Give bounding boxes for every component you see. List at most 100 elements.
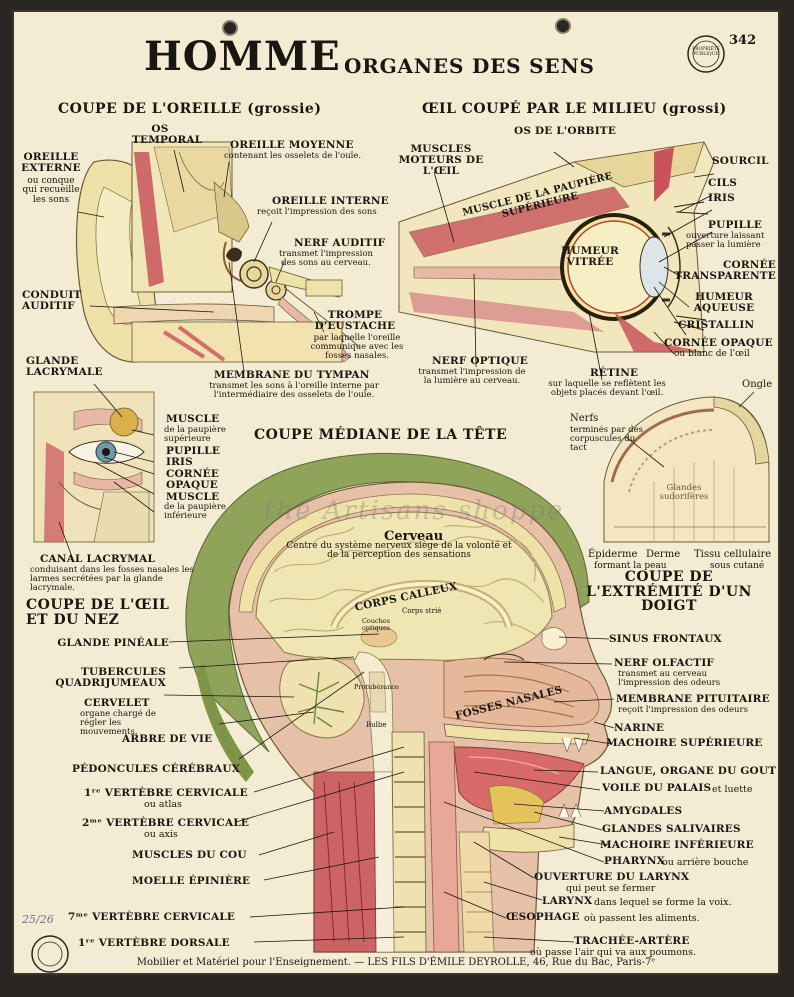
eye-iris: IRIS — [708, 192, 735, 204]
eyenose-muscle-sup-note: de la paupière supérieure — [164, 425, 226, 444]
ear-nerf-auditif-note: transmet l'impression des sons au cervea… — [279, 249, 373, 268]
ear-os-temporal: OS TEMPORAL — [132, 123, 203, 147]
head-amygdales: AMYGDALES — [604, 805, 683, 817]
head-arbre: ARBRE DE VIE — [122, 733, 213, 745]
stamp-top-right — [687, 35, 725, 73]
eye-heading: ŒIL COUPÉ PAR LE MILIEU (grossi) — [422, 101, 727, 117]
stamp-text: PROPRIÉTÉ PUBLIQUE — [692, 47, 720, 57]
head-cerveau-note: Centre du système nerveux siège de la vo… — [286, 541, 512, 561]
illustration-layer — [31, 35, 770, 973]
head-vert1: 1ʳᵉ VERTÈBRE CERVICALE — [84, 787, 248, 799]
eyenose-muscle-inf: MUSCLE — [166, 491, 220, 503]
head-tubercules: TUBERCULES QUADRIJUMEAUX — [55, 666, 166, 690]
eye-cornee-opaque-note: ou blanc de l'œil — [674, 349, 750, 359]
eye-cornee-transparente: CORNÉE TRANSPARENTE — [674, 259, 776, 283]
eye-retine-note: sur laquelle se reflètent les objets pla… — [548, 379, 666, 398]
head-narine: NARINE — [614, 722, 665, 734]
head-cervelet-note: organe chargé de régler les mouvements. — [80, 709, 156, 737]
eyenose-pupille: PUPILLE — [166, 445, 221, 457]
leader-lines — [58, 149, 755, 943]
ear-membrane-note: transmet les sons à l'oreille interne pa… — [209, 381, 379, 400]
fingertip-illustration — [603, 396, 770, 543]
handwritten-note: 25/26 — [22, 913, 54, 926]
head-protuberance: Protubérance — [354, 683, 399, 691]
ear-nerf-auditif: NERF AUDITIF — [294, 237, 386, 249]
head-pharynx: PHARYNX — [604, 855, 666, 867]
eye-os-orbite: OS DE L'ORBITE — [514, 125, 617, 137]
hanging-hole-left — [222, 20, 238, 36]
head-langue: LANGUE, ORGANE DU GOUT — [600, 765, 777, 777]
finger-epiderme: Épiderme — [588, 549, 638, 560]
watermark: the Artisans shoppe — [264, 496, 565, 526]
ear-oreille-externe: OREILLE EXTERNE — [21, 151, 81, 175]
head-voile: VOILE DU PALAIS — [602, 782, 712, 794]
head-pedoncules: PÉDONCULES CÉRÉBRAUX — [72, 763, 241, 775]
eye-cristallin: CRISTALLIN — [678, 319, 755, 331]
head-vert2: 2ᵐᵉ VERTÈBRE CERVICALE — [82, 817, 250, 829]
eyenose-muscle-sup: MUSCLE — [166, 413, 220, 425]
head-heading: COUPE MÉDIANE DE LA TÊTE — [254, 427, 508, 443]
head-membrane-pituitaire: MEMBRANE PITUITAIRE — [616, 693, 770, 705]
head-bulbe: Bulbe — [366, 721, 387, 729]
eye-humeur-vitree: HUMEUR VITRÉE — [561, 245, 619, 269]
head-vert2-note: ou axis — [144, 829, 178, 840]
eye-cils: CILS — [708, 177, 738, 189]
head-glandes-salivaires: GLANDES SALIVAIRES — [602, 823, 741, 835]
eye-sourcil: SOURCIL — [712, 155, 769, 167]
ear-oreille-moyenne-note: contenant les osselets de l'ouïe. — [224, 151, 362, 161]
eyenose-iris: IRIS — [166, 456, 193, 468]
ear-oreille-interne: OREILLE INTERNE — [272, 195, 389, 207]
ear-conduit-auditif: CONDUIT AUDITIF — [22, 289, 82, 313]
finger-derme: Derme — [646, 549, 681, 560]
head-trachee-note: où passe l'air qui va aux poumons. — [530, 947, 697, 958]
head-corps-strie: Corps strié — [402, 607, 442, 615]
eyenose-muscle-inf-note: de la paupière inférieure — [164, 502, 226, 521]
eye-muscles-moteurs: MUSCLES MOTEURS DE L'ŒIL — [398, 143, 484, 178]
finger-nerfs: Nerfs — [570, 413, 599, 424]
finger-tissu: Tissu cellulaire — [694, 549, 772, 560]
ear-trompe-note: par laquelle l'oreille communique avec l… — [310, 333, 404, 361]
finger-ongle: Ongle — [742, 379, 773, 390]
eye-nerf-optique: NERF OPTIQUE — [432, 355, 528, 367]
eye-pupille: PUPILLE — [708, 219, 763, 231]
head-ouverture: OUVERTURE DU LARYNX — [534, 871, 690, 883]
ear-oreille-interne-note: reçoit l'impression des sons — [257, 207, 377, 217]
head-vert7: 7ᵐᵉ VERTÈBRE CERVICALE — [68, 911, 236, 923]
poster-title: HOMME — [144, 33, 341, 80]
finger-heading: COUPE DE L'EXTRÉMITÉ D'UN DOIGT — [586, 569, 752, 615]
finger-glandes: Glandes sudorifères — [659, 483, 709, 502]
head-nerf-olfactif: NERF OLFACTIF — [614, 657, 715, 669]
stamp-bottom-left — [31, 935, 69, 973]
anatomy-chart: HOMME ORGANES DES SENS 342 PROPRIÉTÉ PUB… — [12, 10, 780, 975]
ear-membrane: MEMBRANE DU TYMPAN — [214, 369, 370, 381]
head-muscles-cou: MUSCLES DU COU — [132, 849, 247, 861]
ear-oreille-externe-note: ou conque qui recueille les sons — [22, 176, 80, 205]
head-cervelet: CERVELET — [84, 697, 150, 709]
head-nerf-olfactif-note: transmet au cerveau l'impression des ode… — [618, 669, 721, 688]
eyenose-glande-lacrymale: GLANDE LACRYMALE — [26, 355, 103, 379]
eye-retine: RÉTINE — [590, 367, 639, 379]
head-glande-pineale: GLANDE PINÉALE — [57, 637, 169, 649]
head-section-illustration — [185, 452, 613, 953]
eye-nose-illustration — [33, 391, 155, 543]
eye-cornee-opaque: CORNÉE OPAQUE — [664, 337, 773, 349]
poster-subtitle: ORGANES DES SENS — [344, 54, 595, 78]
eyenose-heading: COUPE DE L'ŒIL ET DU NEZ — [26, 597, 170, 628]
ear-trompe: TROMPE D'EUSTACHE — [314, 309, 396, 333]
head-oesophage: ŒSOPHAGE — [506, 911, 580, 923]
head-membrane-pituitaire-note: reçoit l'impression des odeurs — [618, 705, 748, 715]
head-dorsale: 1ʳᵉ VERTÈBRE DORSALE — [78, 937, 230, 949]
eyenose-canal-note: conduisant dans les fosses nasales les l… — [30, 565, 194, 593]
ear-heading: COUPE DE L'OREILLE (grossie) — [58, 101, 322, 117]
head-machoire-inf: MACHOIRE INFÉRIEURE — [600, 839, 754, 851]
footer-publisher: Mobilier et Matériel pour l'Enseignement… — [136, 957, 656, 968]
eye-pupille-note: ouverture laissant passer la lumière — [686, 231, 765, 250]
head-sinus: SINUS FRONTAUX — [609, 633, 722, 645]
poster-number: 342 — [729, 33, 757, 48]
head-couches-optiques: Couches optiques — [361, 617, 391, 632]
finger-nerfs-note: terminés par des corpuscules du tact — [570, 425, 643, 453]
ear-oreille-moyenne: OREILLE MOYENNE — [230, 139, 354, 151]
eyenose-canal: CANAL LACRYMAL — [40, 553, 156, 565]
finger-peau: formant la peau — [594, 561, 667, 571]
